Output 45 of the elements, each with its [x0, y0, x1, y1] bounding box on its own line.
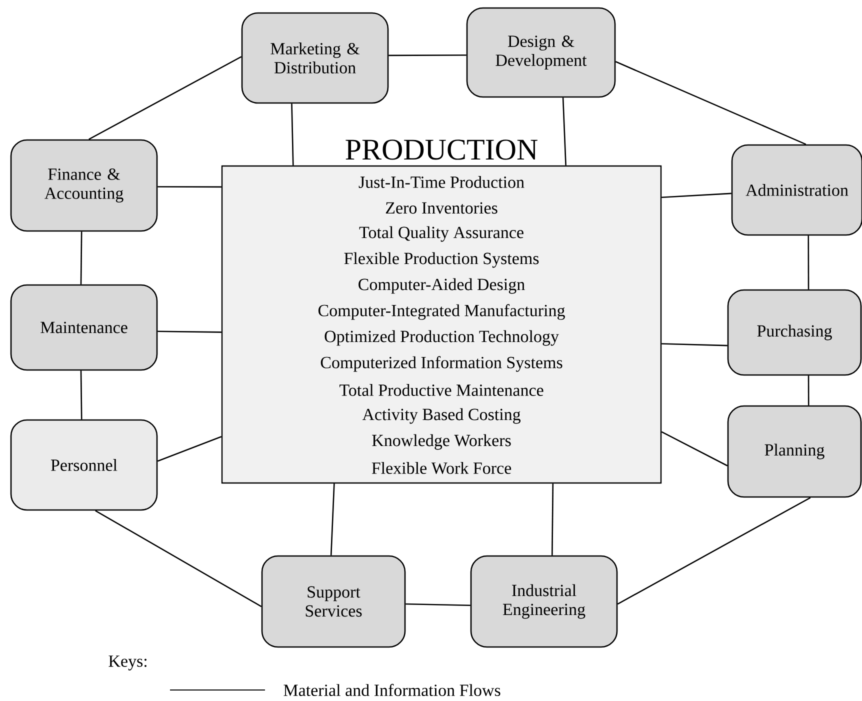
connector-line [662, 192, 732, 198]
list-item: Computer-Integrated Manufacturing [318, 304, 565, 320]
list-item: Flexible Work Force [372, 462, 512, 474]
heading: PRODUCTION [346, 140, 538, 160]
department-box: Personnel [10, 419, 158, 511]
list-item: Computer-Aided Design [358, 278, 525, 294]
connector-line [330, 484, 335, 556]
list-item: Activity Based Costing [362, 408, 521, 424]
connector-line [88, 56, 242, 140]
department-box: Planning [727, 405, 862, 498]
connector-line [808, 236, 810, 290]
department-box: Support Services [261, 555, 406, 648]
connector-line [158, 330, 222, 333]
connector-line [617, 497, 811, 605]
department-box: Maintenance [10, 284, 158, 371]
connector-line [615, 61, 806, 145]
connector-line [157, 436, 222, 462]
connector-line [80, 370, 82, 420]
connector-line [80, 232, 82, 284]
department-box: Industrial Engineering [470, 555, 618, 648]
list-item: Knowledge Workers [372, 434, 511, 450]
key-heading: Keys: [108, 656, 146, 670]
list-item: Flexible Production Systems [344, 252, 539, 268]
department-box: Administration [731, 144, 862, 236]
connector-line [406, 603, 470, 606]
list-item: Total Quality Assurance [359, 226, 524, 242]
department-box: Marketing & Distribution [241, 12, 389, 104]
connector-line [291, 104, 294, 166]
connector-line [158, 186, 222, 188]
connector-line [661, 431, 728, 466]
connector-line [808, 376, 810, 406]
connector-line [95, 510, 262, 608]
connector-line [662, 343, 728, 346]
list-item: Total Productive Maintenance [340, 384, 544, 396]
department-box: Finance & Accounting [10, 139, 158, 232]
list-item: Optimized Production Technology [324, 330, 559, 346]
list-item: Computerized Information Systems [320, 356, 562, 372]
list-item: Just-In-Time Production [358, 176, 524, 188]
connector-line [552, 484, 554, 556]
legend-text: Material and Information Flows [284, 684, 500, 696]
list-item: Zero Inventories [386, 202, 498, 214]
connector-line [388, 54, 466, 56]
department-box: Purchasing [727, 289, 862, 376]
connector-line [562, 98, 566, 166]
department-box: Design & Development [466, 7, 616, 98]
